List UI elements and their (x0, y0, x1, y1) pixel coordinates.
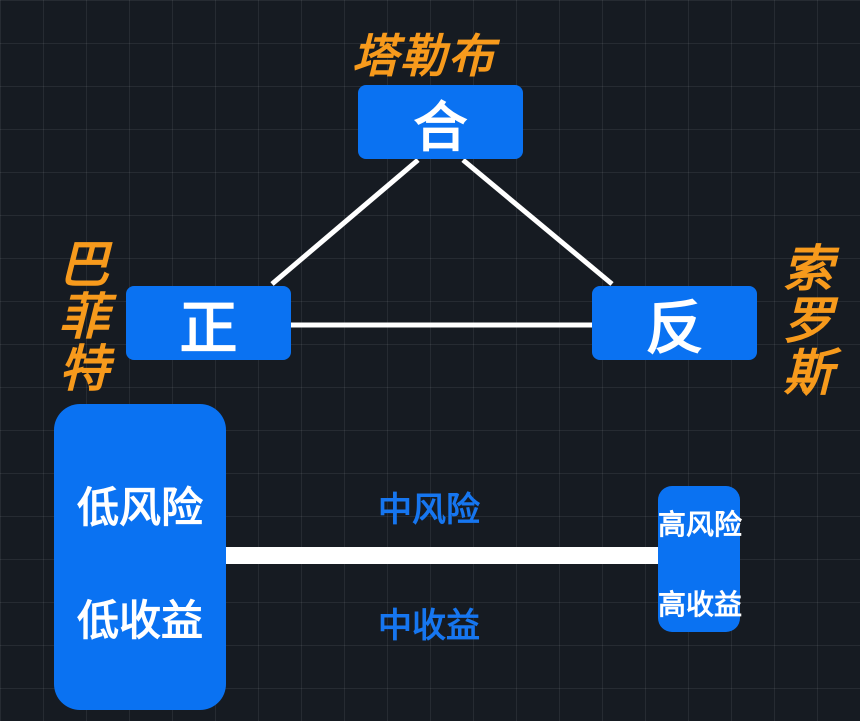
box-antithesis: 反 (592, 286, 757, 362)
high-return-text: 高收益 (657, 588, 742, 621)
label-buffett: 巴菲特 (51, 238, 109, 394)
mid-risk-text: 中风险 (378, 490, 480, 530)
high-risk-text: 高风险 (657, 508, 742, 541)
mid-return-text: 中收益 (378, 606, 480, 646)
box-low: 低风险 低收益 (54, 404, 226, 710)
label-taleb: 塔勒布 (352, 29, 496, 83)
box-synthesis: 合 (358, 85, 523, 159)
label-soros: 索罗斯 (775, 242, 833, 398)
low-risk-text: 低风险 (76, 483, 203, 532)
box-high (658, 486, 740, 632)
box-thesis: 正 (126, 286, 291, 362)
line-top-left (270, 158, 420, 286)
line-top-right (461, 158, 614, 286)
spectrum-line (226, 547, 660, 564)
low-return-text: 低收益 (76, 596, 203, 645)
